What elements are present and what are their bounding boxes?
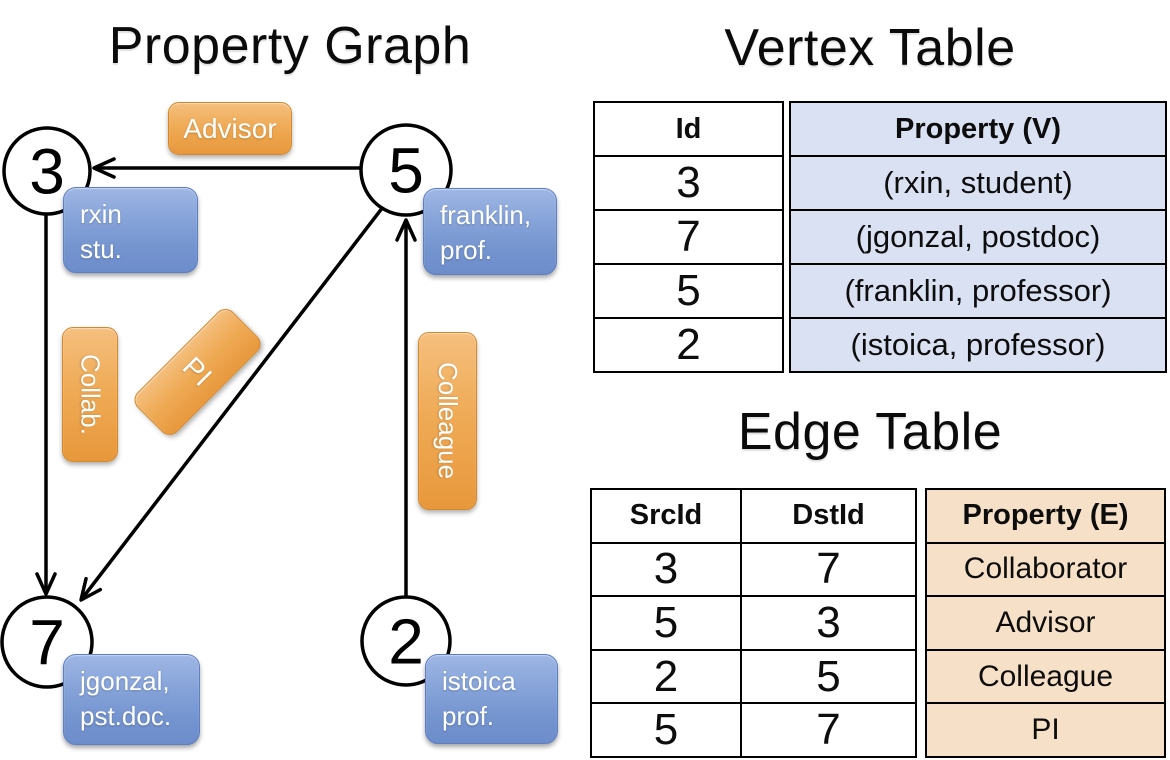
vertex-id-cell: 2 bbox=[676, 320, 701, 369]
vertex-table: Id 3 7 5 2 Property (V) (rxin, student) … bbox=[593, 101, 1167, 373]
vertex-id-cell: 5 bbox=[676, 266, 701, 315]
vertex-property-cell: (istoica, professor) bbox=[850, 327, 1106, 362]
vertex-table-property-column: Property (V) (rxin, student) (jgonzal, p… bbox=[789, 101, 1167, 373]
edge-table-id-columns: SrcId DstId 3 7 5 3 2 5 5 7 bbox=[590, 488, 917, 758]
edge-table-title: Edge Table bbox=[737, 403, 1003, 461]
edge-property-cell: Collaborator bbox=[963, 552, 1128, 586]
table-row: 5 7 bbox=[592, 702, 915, 756]
table-row: 5 bbox=[595, 263, 782, 317]
node-property-line: jgonzal, bbox=[80, 666, 170, 696]
table-row: 3 bbox=[595, 155, 782, 209]
node-property-line: istoica bbox=[442, 666, 516, 696]
node-property-box-5: franklin, prof. bbox=[423, 188, 557, 275]
edge-srcid-cell: 5 bbox=[592, 597, 742, 649]
edge-table-header-property: Property (E) bbox=[962, 499, 1129, 532]
table-row: (franklin, professor) bbox=[791, 263, 1165, 317]
node-property-line: pst.doc. bbox=[80, 700, 172, 731]
node-property-line: stu. bbox=[80, 233, 122, 264]
node-property-box-7: jgonzal, pst.doc. bbox=[63, 654, 200, 745]
node-property-line: prof. bbox=[440, 234, 493, 265]
table-row: PI bbox=[927, 702, 1164, 756]
edge-table-property-column: Property (E) Collaborator Advisor Collea… bbox=[925, 488, 1166, 758]
edge-property-cell: PI bbox=[1031, 713, 1060, 747]
edge-property-cell: Advisor bbox=[995, 605, 1096, 639]
edge-dstid-cell: 5 bbox=[816, 651, 841, 701]
node-id-3: 3 bbox=[29, 135, 65, 208]
vertex-table-id-column: Id 3 7 5 2 bbox=[593, 101, 784, 373]
vertex-property-cell: (jgonzal, postdoc) bbox=[855, 219, 1101, 254]
vertex-id-cell: 7 bbox=[676, 212, 701, 261]
edge-table: SrcId DstId 3 7 5 3 2 5 5 7 Property (E)… bbox=[590, 488, 1166, 758]
edge-label-colleague: Colleague bbox=[418, 332, 477, 510]
vertex-table-title: Vertex Table bbox=[724, 19, 1016, 77]
edge-dstid-cell: 7 bbox=[816, 544, 841, 594]
node-property-line: franklin, bbox=[440, 200, 532, 230]
edge-label-text: Advisor bbox=[183, 112, 277, 144]
table-row: 2 bbox=[595, 317, 782, 371]
edge-dstid-cell: 7 bbox=[816, 705, 841, 755]
edge-table-header-dstid: DstId bbox=[792, 499, 865, 532]
table-row: Colleague bbox=[927, 648, 1164, 703]
edge-table-header-srcid: SrcId bbox=[592, 490, 742, 542]
table-row: (jgonzal, postdoc) bbox=[791, 209, 1165, 263]
table-row: (istoica, professor) bbox=[791, 317, 1165, 371]
node-property-box-2: istoica prof. bbox=[425, 654, 558, 744]
node-id-5: 5 bbox=[388, 134, 424, 207]
edge-property-cell: Colleague bbox=[977, 659, 1114, 693]
vertex-table-header-property: Property (V) bbox=[895, 112, 1061, 145]
edge-line-pi-5-to-7 bbox=[79, 205, 385, 602]
table-row: 3 7 bbox=[592, 541, 915, 596]
table-row: 5 3 bbox=[592, 595, 915, 649]
edge-label-advisor: Advisor bbox=[168, 102, 292, 155]
edge-label-text: Colleague bbox=[433, 362, 463, 480]
table-row: 2 5 bbox=[592, 648, 915, 703]
node-property-line: rxin bbox=[80, 199, 122, 229]
property-graph-title: Property Graph bbox=[108, 17, 472, 75]
edge-label-text: PI bbox=[176, 350, 219, 393]
edge-srcid-cell: 5 bbox=[592, 704, 742, 756]
node-property-box-3: rxin stu. bbox=[63, 187, 198, 273]
table-row: (rxin, student) bbox=[791, 155, 1165, 209]
node-property-line: prof. bbox=[442, 700, 495, 731]
table-row: Advisor bbox=[927, 595, 1164, 649]
vertex-property-cell: (rxin, student) bbox=[883, 165, 1073, 200]
vertex-table-header-id: Id bbox=[675, 112, 702, 145]
edge-srcid-cell: 2 bbox=[592, 650, 742, 703]
edge-dstid-cell: 3 bbox=[816, 597, 841, 647]
vertex-property-cell: (franklin, professor) bbox=[844, 273, 1112, 308]
edge-srcid-cell: 3 bbox=[592, 543, 742, 596]
edge-label-text: Collab. bbox=[75, 354, 106, 435]
table-row: Collaborator bbox=[927, 541, 1164, 596]
node-id-7: 7 bbox=[29, 606, 65, 679]
edge-label-collab: Collab. bbox=[62, 327, 118, 462]
vertex-id-cell: 3 bbox=[676, 158, 701, 207]
table-row: 7 bbox=[595, 209, 782, 263]
node-id-2: 2 bbox=[388, 605, 424, 678]
